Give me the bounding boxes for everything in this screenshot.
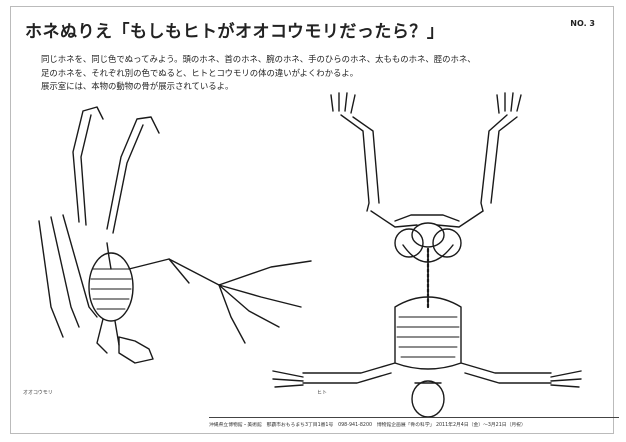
coloring-sheet: ホネぬりえ「もしもヒトがオオコウモリだったら？」 NO. 3 同じホネを、同じ色… [10,6,614,434]
human-label: ヒト [317,389,327,396]
skeleton-illustrations [11,7,615,435]
footer-credits: 沖縄県立博物館・美術館 那覇市おもろまち3丁目1番1号 098-941-8200… [209,421,526,428]
bat-label: オオコウモリ [23,389,53,396]
bat-skeleton-drawing [39,107,311,363]
human-skeleton-drawing [273,93,581,417]
footer-divider [209,417,619,418]
